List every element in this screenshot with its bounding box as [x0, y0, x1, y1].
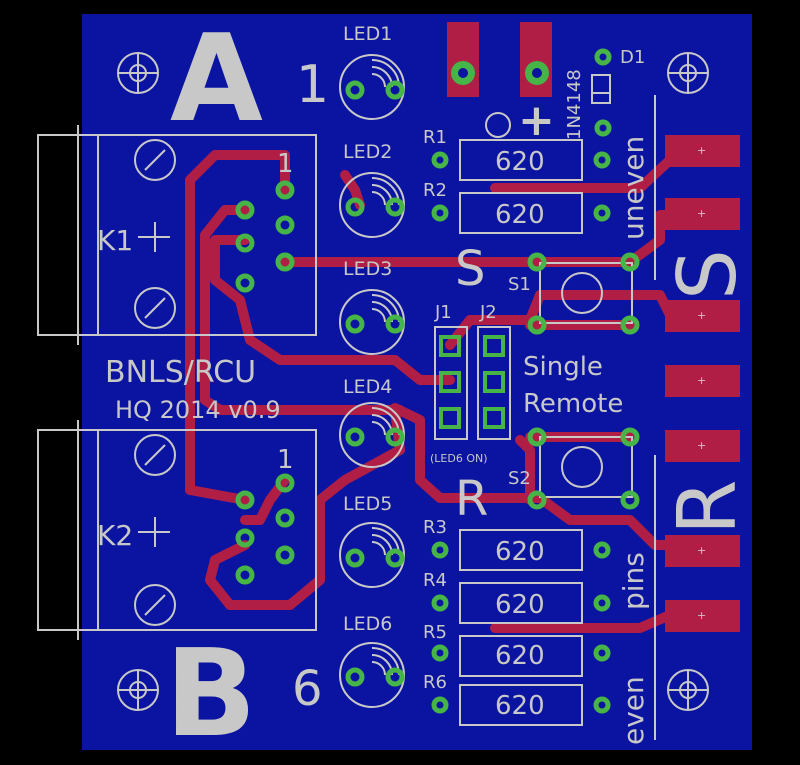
j1-label: J1 [434, 302, 452, 323]
pad-4 [665, 365, 740, 397]
board-title: BNLS/RCU [105, 355, 256, 390]
r6-ref: R6 [423, 672, 447, 693]
s2-label: S2 [508, 468, 531, 489]
mounting-hole-bl [117, 669, 159, 711]
mounting-hole-tr [667, 52, 709, 94]
connector-vias [235, 180, 295, 585]
big-letter-r-mid: R [455, 471, 488, 527]
led4-label: LED4 [343, 376, 392, 398]
r1-value: 620 [495, 147, 545, 177]
big-letter-s-mid: S [455, 241, 485, 297]
r4-ref: R4 [423, 570, 447, 591]
r4-value: 620 [495, 590, 545, 620]
even-label: even [617, 676, 650, 745]
j2-label: J2 [479, 302, 497, 323]
mounting-hole-br [667, 669, 709, 711]
r5-ref: R5 [423, 622, 447, 643]
number-one: 1 [296, 55, 329, 115]
single-label: Single [523, 352, 603, 382]
k1-label: K1 [97, 224, 133, 257]
r3-value: 620 [495, 537, 545, 567]
mounting-hole-tl [117, 52, 159, 94]
r5-value: 620 [495, 641, 545, 671]
resistors [431, 139, 611, 726]
jumper-note: (LED6 ON) [430, 452, 488, 465]
svg-text:+: + [697, 544, 706, 557]
d1-label: D1 [620, 47, 645, 68]
led6-label: LED6 [343, 613, 392, 635]
pad-6 [665, 535, 740, 567]
switch-s1 [527, 252, 640, 335]
pad-3 [665, 300, 740, 332]
svg-text:+: + [697, 309, 706, 322]
uneven-label: uneven [617, 136, 650, 240]
svg-text:+: + [697, 144, 706, 157]
jumper-blocks [434, 326, 511, 440]
svg-text:+: + [697, 207, 706, 220]
big-letter-r-right: R [661, 479, 754, 535]
r1-ref: R1 [423, 127, 447, 148]
pad-7 [665, 600, 740, 632]
s1-label: S1 [508, 274, 531, 295]
r3-ref: R3 [423, 517, 447, 538]
power-pad-neg [447, 22, 479, 97]
connector-k1 [37, 125, 317, 345]
r6-value: 620 [495, 691, 545, 721]
svg-text:+: + [697, 609, 706, 622]
number-six: 6 [292, 661, 323, 717]
pins-label: pins [617, 552, 650, 610]
led3-label: LED3 [343, 258, 392, 280]
r2-ref: R2 [423, 180, 447, 201]
pad-5 [665, 430, 740, 462]
led2-label: LED2 [343, 141, 392, 163]
r2-value: 620 [495, 200, 545, 230]
k2-label: K2 [97, 519, 133, 552]
big-letter-b: B [165, 625, 256, 764]
pad-1 [665, 135, 740, 167]
d1-part: 1N4148 [564, 69, 585, 140]
k1-pin-label: 1 [277, 149, 294, 179]
board-version: HQ 2014 v0.9 [115, 396, 281, 424]
power-pad-pos [520, 22, 552, 97]
plus-sign: + [518, 95, 555, 146]
polarity-circle [485, 112, 511, 138]
pad-2 [665, 198, 740, 230]
remote-label: Remote [523, 389, 623, 419]
big-letter-a: A [170, 10, 263, 149]
svg-text:+: + [697, 374, 706, 387]
connector-k2 [37, 420, 317, 640]
led1-label: LED1 [343, 23, 392, 45]
svg-text:+: + [697, 439, 706, 452]
k2-pin-label: 1 [277, 445, 294, 475]
switch-s2 [527, 427, 640, 510]
diode-d1 [591, 48, 612, 137]
big-letter-s-right: S [661, 249, 754, 300]
led5-label: LED5 [343, 493, 392, 515]
